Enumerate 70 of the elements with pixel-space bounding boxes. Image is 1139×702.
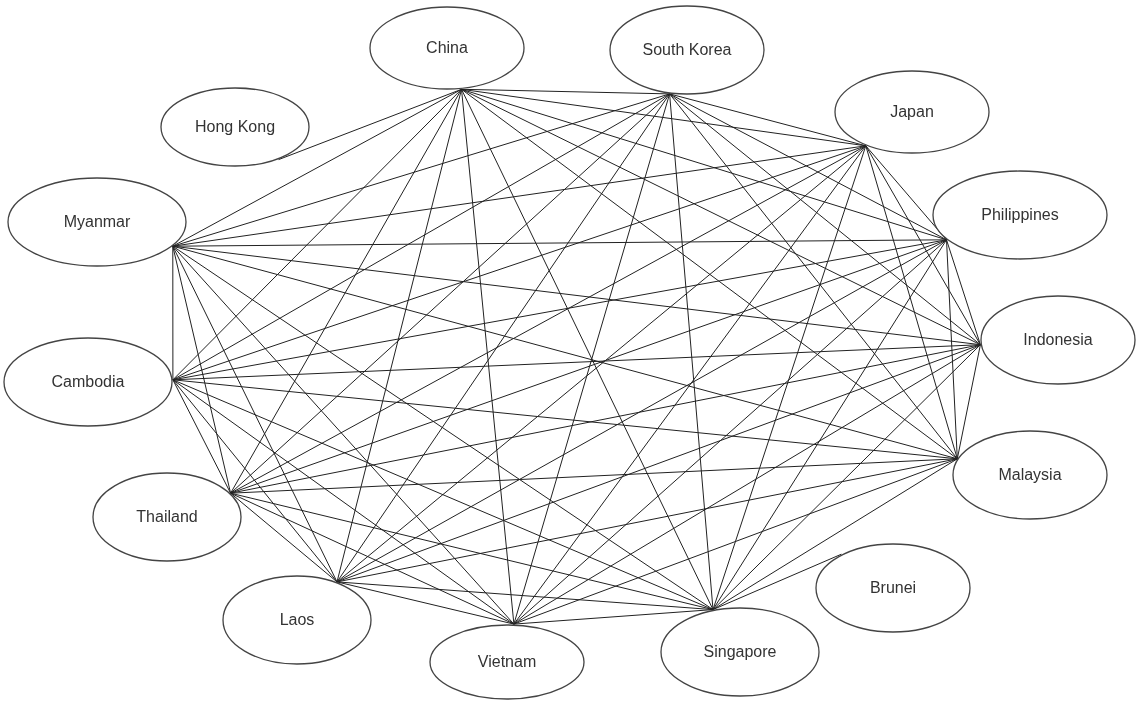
connector-line xyxy=(669,93,958,460)
country-label: Thailand xyxy=(136,507,198,527)
connector-line xyxy=(172,245,958,460)
country-label: Vietnam xyxy=(477,652,537,672)
connector-line xyxy=(865,145,981,346)
connector-line xyxy=(513,609,714,625)
connector-line xyxy=(865,145,958,460)
country-label: South Korea xyxy=(642,40,732,60)
connector-line xyxy=(172,88,462,247)
connector-line xyxy=(712,553,842,611)
connector-line xyxy=(172,379,515,625)
country-label: Philippines xyxy=(981,205,1059,225)
country-label: Laos xyxy=(279,610,315,630)
country-ellipse xyxy=(932,170,1108,260)
connector-line xyxy=(278,88,462,161)
connector-line xyxy=(172,245,515,625)
country-ellipse xyxy=(815,543,971,633)
connector-line xyxy=(172,245,338,583)
connector-line xyxy=(172,88,462,381)
connector-line xyxy=(336,88,462,583)
connector-line xyxy=(230,492,515,625)
country-ellipse xyxy=(160,87,310,167)
country-label: Japan xyxy=(890,102,934,122)
country-label: Malaysia xyxy=(998,465,1062,485)
connector-line xyxy=(513,145,867,625)
country-ellipse xyxy=(7,177,187,267)
country-ellipse xyxy=(92,472,242,562)
country-ellipse xyxy=(3,337,173,427)
connector-line xyxy=(712,145,867,611)
country-label: Cambodia xyxy=(51,372,125,392)
country-ellipse xyxy=(980,295,1136,385)
connector-line xyxy=(172,245,714,611)
connector-line xyxy=(712,344,981,611)
connector-line xyxy=(172,93,671,381)
connector-line xyxy=(513,458,958,625)
connector-line xyxy=(336,93,671,583)
country-label: Brunei xyxy=(869,578,917,598)
connector-line xyxy=(336,239,947,583)
connector-line xyxy=(230,344,981,494)
country-label: Hong Kong xyxy=(194,117,276,137)
connector-line xyxy=(230,93,671,494)
connector-line xyxy=(336,344,981,583)
country-ellipse xyxy=(952,430,1108,520)
connector-line xyxy=(461,88,958,460)
country-ellipse xyxy=(222,575,372,665)
country-ellipse xyxy=(369,6,525,90)
country-label: Indonesia xyxy=(1023,330,1093,350)
connector-line xyxy=(230,88,462,494)
connector-line xyxy=(230,145,867,494)
country-label: Singapore xyxy=(703,642,777,662)
connector-line xyxy=(172,145,867,247)
connector-line xyxy=(336,145,867,583)
connector-line xyxy=(172,379,714,611)
country-ellipse xyxy=(429,624,585,700)
connector-line xyxy=(513,239,947,625)
country-ellipse xyxy=(609,5,765,95)
connector-line xyxy=(230,239,947,494)
connector-line xyxy=(513,344,981,625)
country-ellipse xyxy=(834,70,990,154)
country-label: Myanmar xyxy=(63,212,131,232)
country-ellipse xyxy=(660,607,820,697)
connector-line xyxy=(461,88,714,611)
connector-line xyxy=(172,379,338,583)
connector-line xyxy=(669,93,947,241)
connector-line xyxy=(461,88,515,625)
connector-line xyxy=(172,245,232,494)
connector-line xyxy=(461,88,981,346)
country-label: China xyxy=(426,38,468,58)
connector-line xyxy=(669,93,981,346)
connector-line xyxy=(513,93,671,625)
